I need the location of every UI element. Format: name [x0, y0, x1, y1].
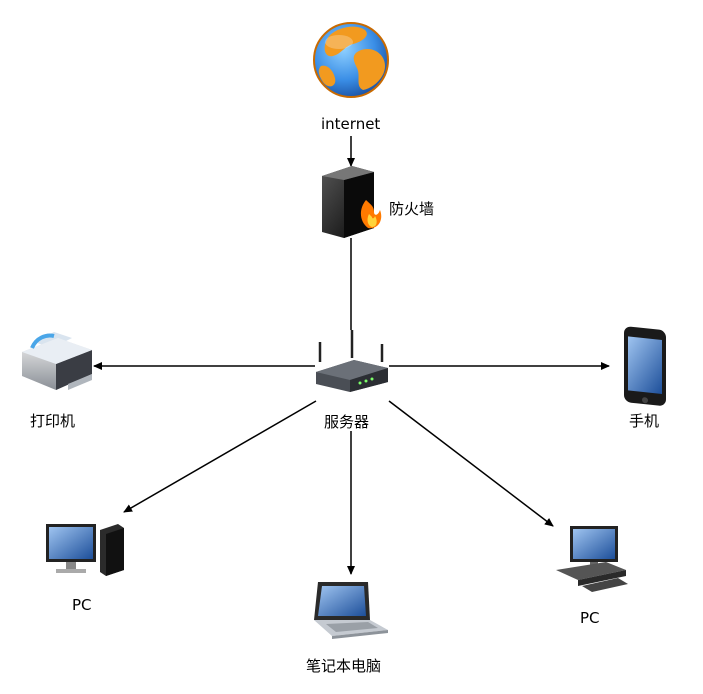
globe-icon: [313, 22, 389, 98]
label-firewall: 防火墙: [389, 200, 435, 218]
label-printer: 打印机: [30, 412, 76, 430]
workstation-icon: [556, 526, 628, 592]
label-laptop: 笔记本电脑: [306, 657, 382, 675]
edge-server-pc-right: [388, 400, 554, 527]
label-server: 服务器: [324, 413, 370, 431]
label-pc-right: PC: [580, 609, 600, 627]
wireless-router-icon: [316, 330, 388, 392]
connection-lines: [93, 136, 610, 575]
label-phone: 手机: [629, 412, 660, 430]
label-internet: internet: [321, 115, 381, 133]
label-pc-left: PC: [72, 596, 92, 614]
desktop-computer-icon: [46, 524, 124, 576]
smartphone-icon: [624, 326, 666, 406]
firewall-icon: [322, 166, 382, 238]
edge-server-pc-left: [123, 400, 317, 513]
printer-icon: [22, 332, 92, 390]
laptop-icon: [314, 582, 388, 639]
